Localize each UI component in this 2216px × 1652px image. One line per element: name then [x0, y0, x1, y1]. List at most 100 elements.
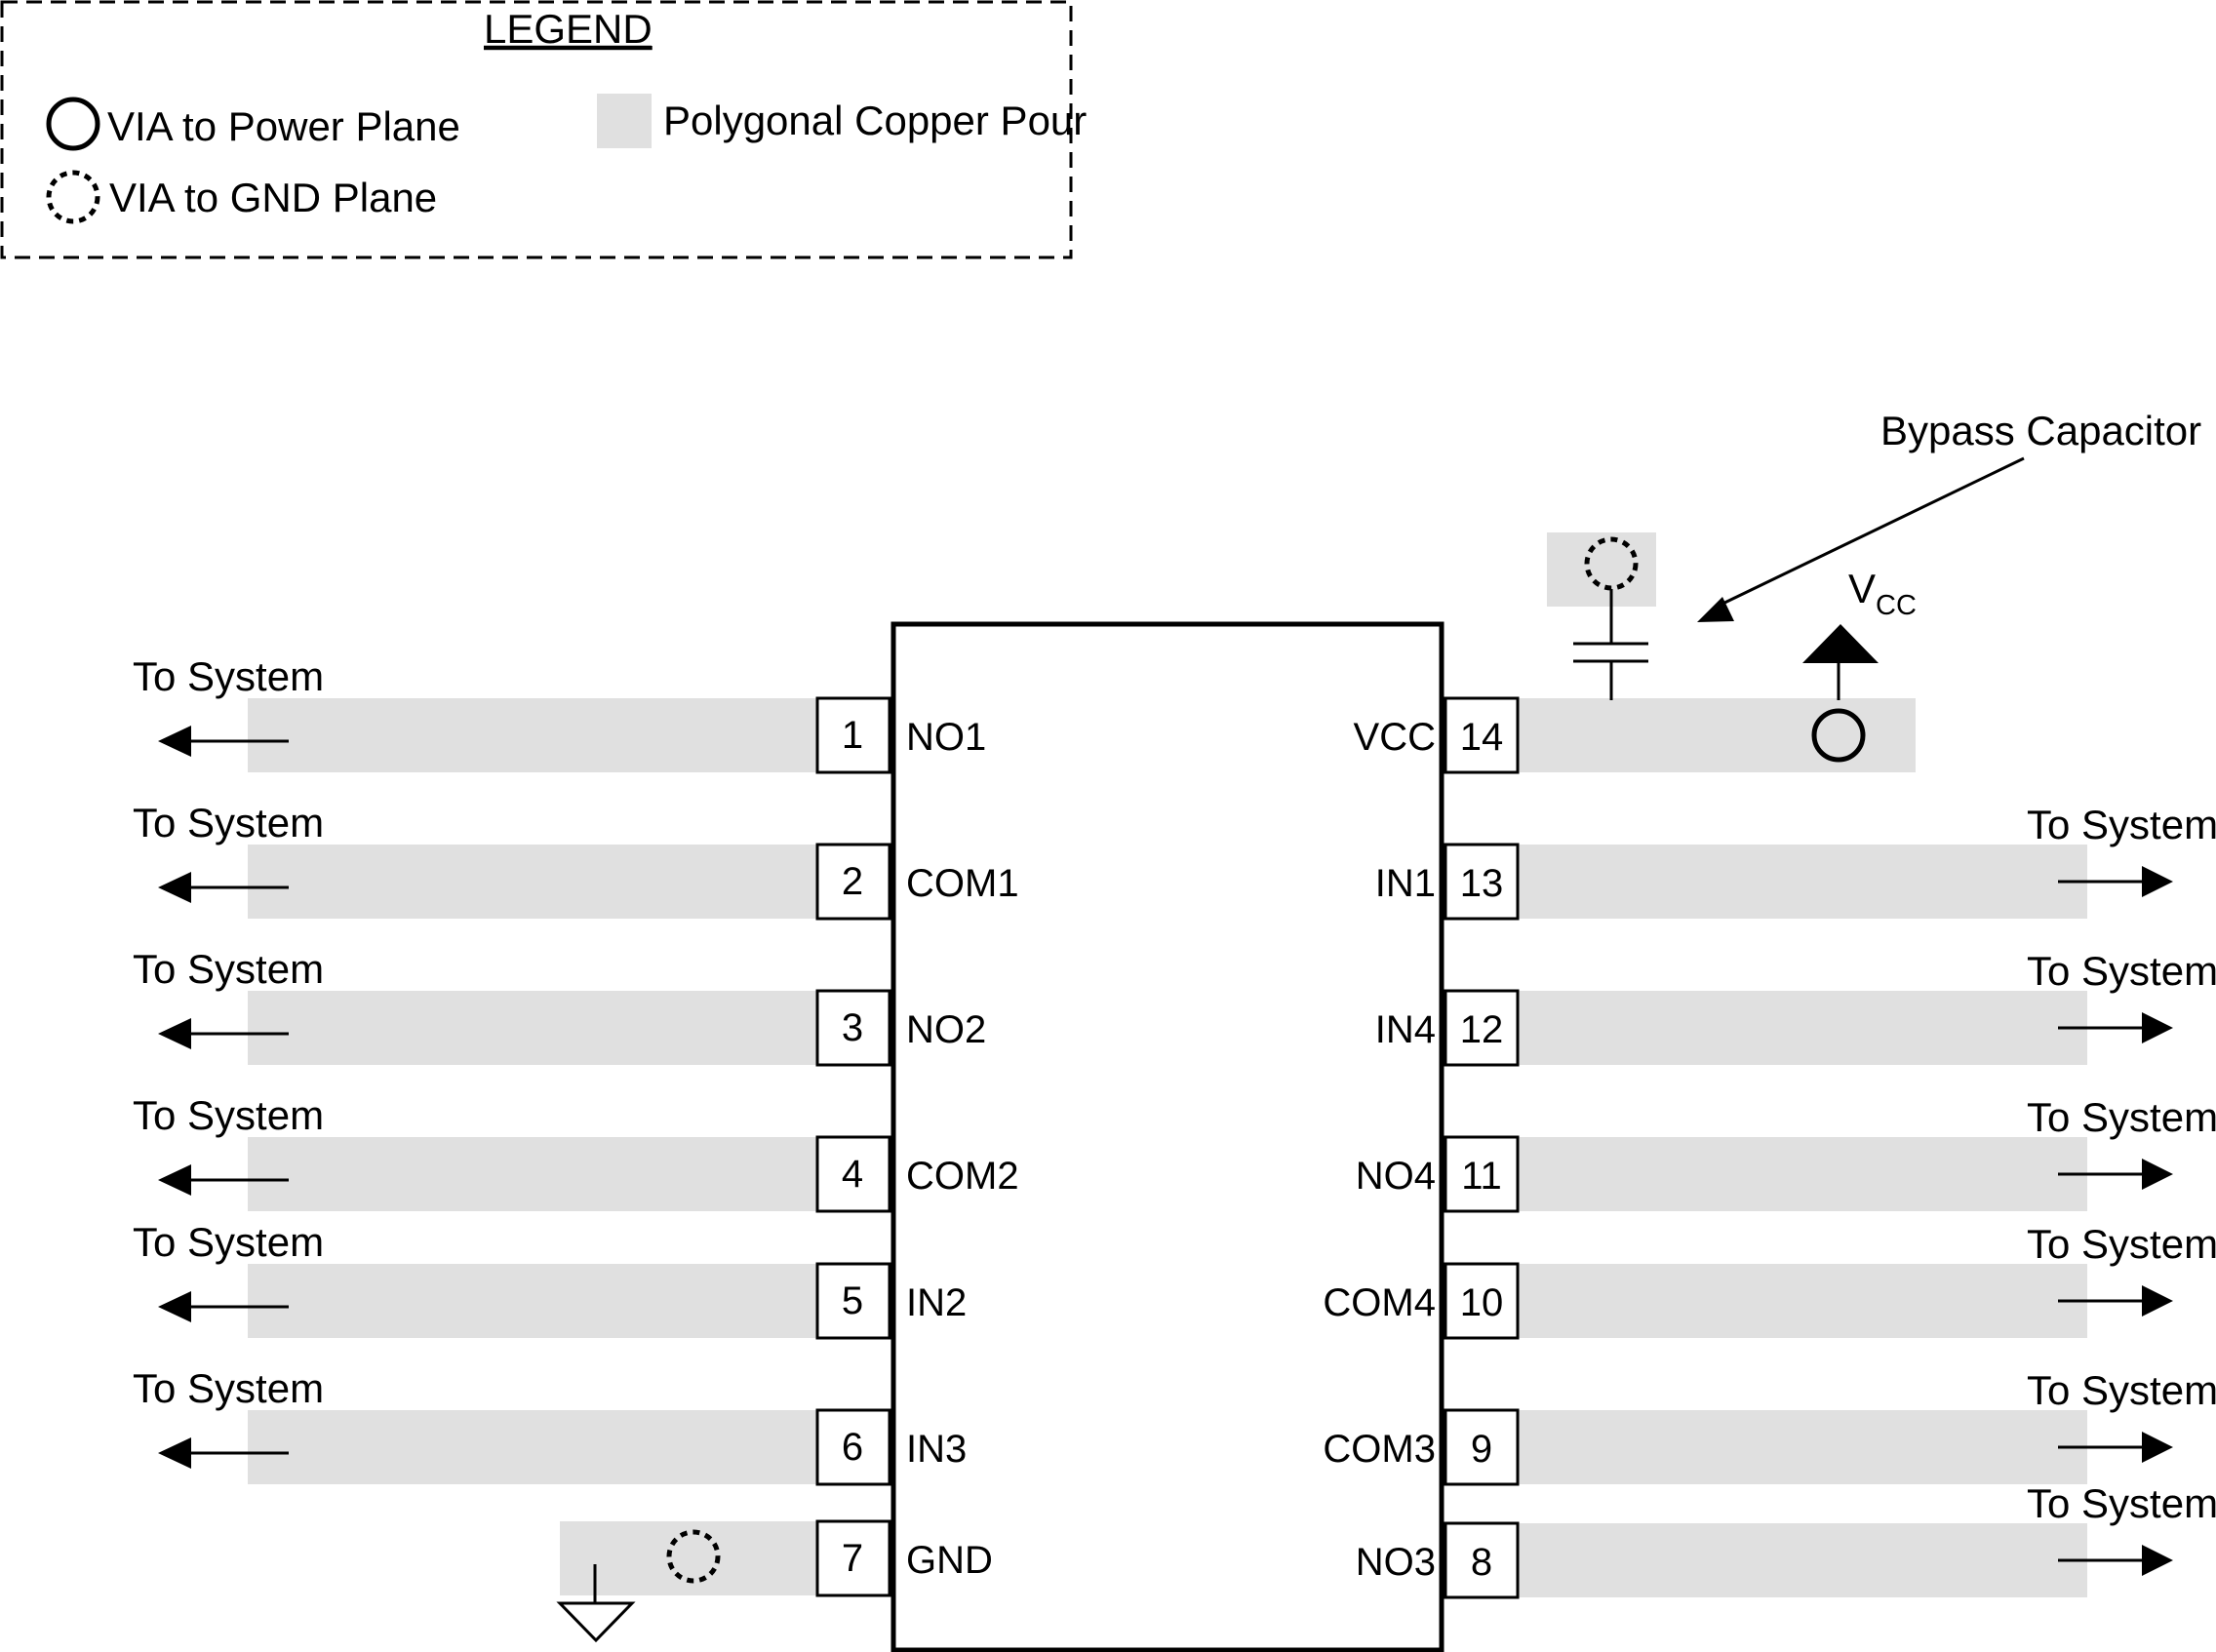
capacitor-gnd-pour: [1547, 532, 1656, 607]
vcc-connection: VCC: [1802, 566, 1917, 763]
bypass-callout-arrowhead: [1697, 597, 1734, 622]
left-arrow-icon: [158, 1437, 191, 1469]
left-copper-pour: [248, 698, 817, 772]
pin-number: 6: [842, 1426, 863, 1469]
pin-name: NO2: [906, 1008, 986, 1051]
ground-symbol-icon: [556, 1601, 636, 1643]
pin-name: COM1: [906, 862, 1019, 905]
pin-name: COM4: [1323, 1281, 1436, 1324]
pin-number: 4: [842, 1153, 863, 1196]
to-system-label: To System: [133, 1219, 324, 1265]
to-system-label: To System: [2027, 948, 2216, 994]
power-via-icon: [1811, 708, 1866, 763]
bypass-capacitor-label: Bypass Capacitor: [1880, 408, 2201, 453]
capacitor-gnd-via-icon: [1584, 536, 1639, 591]
right-copper-pour: [1518, 991, 2087, 1065]
pin-number: 7: [842, 1537, 863, 1580]
pin-13-pad: [1444, 843, 1520, 921]
pin-11-pad: [1444, 1135, 1520, 1213]
pin-3-pad: [815, 989, 891, 1067]
pin-number: 3: [842, 1006, 863, 1049]
right-arrow-icon: [2142, 866, 2173, 897]
bypass-capacitor: Bypass Capacitor: [1573, 408, 2201, 700]
pin-2-pad: [815, 843, 891, 921]
pin-name: COM3: [1323, 1428, 1436, 1471]
pin-14-pad: [1444, 696, 1520, 774]
pin-number: 1: [842, 714, 863, 757]
gnd-connection: [556, 1529, 721, 1643]
pin-name: NO3: [1356, 1541, 1436, 1584]
pin-name: VCC: [1354, 716, 1436, 759]
legend-box: [0, 0, 1073, 259]
pin-7-pad: [815, 1519, 891, 1597]
legend-title: LEGEND: [484, 6, 653, 52]
pin-number: 11: [1461, 1155, 1502, 1198]
pin-name: NO1: [906, 716, 986, 759]
left-copper-pour: [248, 1264, 817, 1338]
pin-5-pad: [815, 1262, 891, 1340]
to-system-label: To System: [133, 653, 324, 699]
pin-6-pad: [815, 1408, 891, 1486]
legend-power-via-label: VIA to Power Plane: [107, 103, 460, 149]
pin-8-pad: [1444, 1521, 1520, 1599]
pin-name: IN3: [906, 1428, 967, 1471]
pin-number: 8: [1471, 1541, 1492, 1584]
legend-copper-pour-label: Polygonal Copper Pour: [663, 98, 1087, 143]
pin-1-pad: [815, 696, 891, 774]
pin-number: 13: [1460, 862, 1504, 905]
ic-body: [890, 621, 1444, 1652]
pin-number: 12: [1460, 1008, 1504, 1051]
right-arrow-icon: [2142, 1545, 2173, 1576]
to-system-label: To System: [2027, 1094, 2216, 1140]
pin-name: IN2: [906, 1281, 967, 1324]
pin-4-pad: [815, 1135, 891, 1213]
vcc-label-main: V: [1848, 566, 1876, 611]
pin-name: IN1: [1375, 862, 1436, 905]
to-system-label: To System: [133, 946, 324, 992]
pin-number: 10: [1460, 1281, 1504, 1324]
to-system-label: To System: [2027, 1221, 2216, 1267]
pin-name: NO4: [1356, 1155, 1436, 1198]
legend: LEGEND VIA to Power Plane VIA to GND Pla…: [0, 0, 1087, 259]
right-copper-pour: [1518, 845, 2087, 919]
vcc-label-subscript: CC: [1876, 590, 1917, 621]
pin-number: 9: [1471, 1428, 1492, 1471]
left-copper-pour: [248, 1410, 817, 1484]
left-arrow-icon: [158, 1018, 191, 1049]
to-system-label: To System: [2027, 802, 2216, 847]
left-copper-pour: [248, 1137, 817, 1211]
pin-number: 5: [842, 1279, 863, 1322]
left-copper-pour: [248, 845, 817, 919]
left-arrow-icon: [158, 1291, 191, 1322]
right-copper-pour: [1518, 1523, 2087, 1597]
legend-gnd-via-label: VIA to GND Plane: [109, 175, 437, 220]
right-copper-pour: [1518, 1264, 2087, 1338]
left-arrow-icon: [158, 1164, 191, 1196]
pin-name: IN4: [1375, 1008, 1436, 1051]
pin-10-pad: [1444, 1262, 1520, 1340]
right-arrow-icon: [2142, 1159, 2173, 1190]
right-copper-pour: [1518, 1137, 2087, 1211]
right-copper-pour: [1518, 1410, 2087, 1484]
bypass-callout-line: [1716, 456, 2025, 609]
to-system-label: To System: [133, 1092, 324, 1138]
gnd-via-icon: [46, 170, 100, 224]
pin-name: COM2: [906, 1155, 1019, 1198]
right-arrow-icon: [2142, 1432, 2173, 1463]
left-copper-pour: [560, 1521, 817, 1595]
pin-number: 2: [842, 860, 863, 903]
to-system-label: To System: [133, 800, 324, 846]
right-arrow-icon: [2142, 1012, 2173, 1043]
left-system-connections: To System To System To System To System To S…: [133, 653, 324, 1469]
right-arrow-icon: [2142, 1285, 2173, 1317]
right-copper-pours: [1518, 698, 2087, 1597]
to-system-label: To System: [2027, 1367, 2216, 1413]
pin-9-pad: [1444, 1408, 1520, 1486]
gnd-via-icon: [666, 1529, 721, 1584]
vcc-power-symbol-icon: [1802, 624, 1879, 663]
vcc-label: VCC: [1848, 566, 1917, 621]
to-system-label: To System: [133, 1365, 324, 1411]
